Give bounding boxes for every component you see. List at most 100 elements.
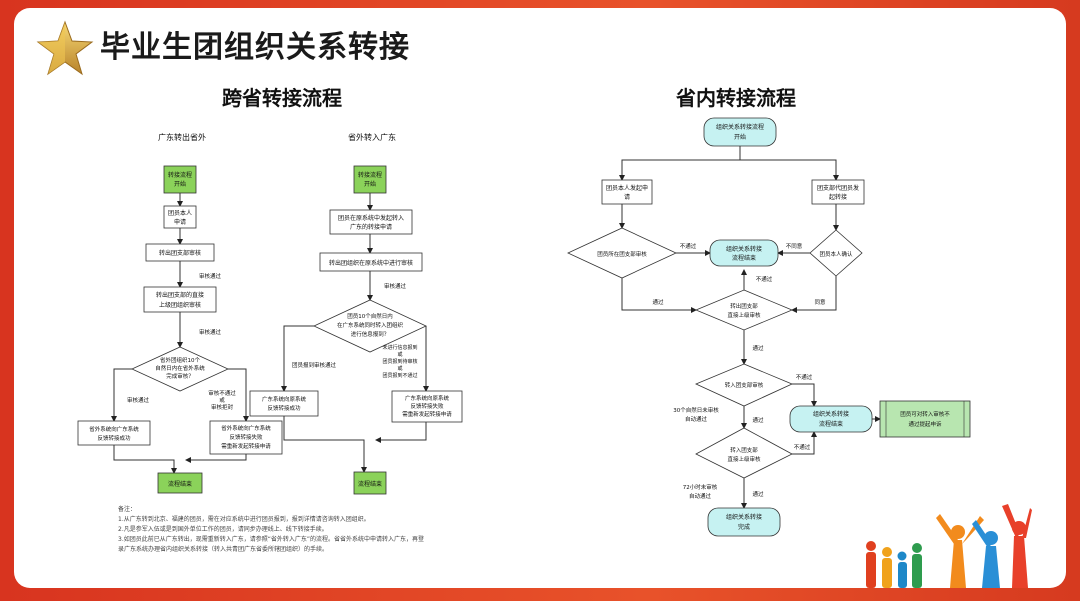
col1-end-text: 流程结束 [168,480,192,488]
col1-fail-line1: 省外系统向广东系统 [221,424,271,432]
note-line: 2.凡是参军入伍或是到国外单位工作的团员，请同步办理线上、线下转接手续。 [118,526,328,533]
ip-nopass4-label: 不通过 [794,443,811,451]
col1-apply-line1: 团员本人 [168,209,192,217]
ip-in-branch-diamond [695,363,793,407]
col2-end-box [353,471,387,495]
ip-upper-in-line1: 转入团支部 [730,446,758,454]
col2-fail-line3: 需重新发起转接申请 [402,410,452,418]
col2-no-line4: 或 [397,365,402,372]
col1-review-box [145,243,215,262]
ip-noagree-label: 不同意 [786,242,803,250]
ip-self-text: 团员本人确认 [819,250,853,258]
star-icon [36,20,94,76]
ip-auto72-line2: 自动通过 [689,492,712,500]
col1-decision-line1: 省外团组织10个 [160,356,200,364]
ip-nopass3-label: 不通过 [796,373,813,381]
col2-fail-line2: 反馈转接失败 [410,402,444,410]
col2-title: 省外转入广东 [348,132,396,142]
note-line: 1.从广东转到北京、福建的团员，需在对应系统中进行团员报到，报到详情请咨询转入团… [118,516,370,523]
cross-province-flowchart: 广东转出省外 转接流程 开始 团员本人 申请 转出团支部审核 审核通过 转出团支… [77,117,971,537]
ip-end-final-line1: 组织关系转接 [726,513,762,521]
ip-end-right-line2: 流程结束 [819,420,843,428]
ip-nopass1-label: 不通过 [680,242,697,250]
col1-upper-box [143,286,217,313]
col2-apply-line2: 广东的转接申请 [350,223,392,231]
col2-yes-label: 团员报到审核通过 [292,361,337,369]
ip-upper-out-diamond [694,289,794,331]
col2-review-box [319,252,423,272]
ip-auto30-line2: 自动通过 [685,415,708,423]
col1-no-line1: 审核不通过 [208,389,236,397]
ip-branch-apply-line1: 团支部代团员发 [817,184,859,192]
ip-in-branch-text: 转入团支部审核 [725,381,764,389]
col1-decision-line3: 完成审核？ [166,372,194,380]
ip-auto72-line1: 72小时未审核 [683,483,718,491]
col2-decision-line1: 团员10个自然日内 [347,312,393,320]
col1-pass1-label: 审核通过 [199,272,222,280]
col1-end-box [157,472,203,494]
ip-upper-in-line2: 直接上级审核 [727,455,761,463]
ip-upper-out-line1: 转出团支部 [730,302,758,310]
col1-title: 广东转出省外 [158,132,206,142]
col2-pass-label: 审核通过 [384,282,407,290]
col2-decision-line2: 在广东系统同时转入团组织 [337,321,404,329]
col1-apply-box [163,205,197,229]
col1-start-box [163,165,197,194]
ip-end-final-box [707,507,781,537]
col2-no-line3: 团员报到待审核 [382,358,417,365]
col1-decision-line2: 自然日内在省外系统 [155,364,205,372]
col1-upper-line2: 上级团组织审核 [159,301,201,309]
col1-apply-line2: 申请 [174,218,186,226]
col1-no-line2: 或 [219,396,225,404]
ip-agree-label: 同意 [814,298,826,306]
ip-end-mid-box [709,239,779,267]
ip-nopass2-label: 不通过 [756,275,773,283]
col1-success-line2: 反馈转接成功 [97,434,131,442]
col2-review-text: 转出团组织在原系统中进行审核 [329,259,413,267]
col2-start-line2: 开始 [364,180,376,188]
ip-end-mid-line2: 流程结束 [732,254,756,262]
col2-success-line1: 广东系统向原系统 [262,395,307,403]
col1-fail-box [209,420,283,455]
col1-fail-line3: 需重新发起转接申请 [221,442,271,450]
note-line: 备注： [118,506,137,513]
ip-start-line2: 开始 [734,133,746,141]
note-line: 录广东系统办理省内组织关系转接（转入共青团广东省委所辖团组织）的手续。 [118,546,329,553]
col1-upper-line1: 转出团支部的直接 [156,291,204,299]
col2-end-text: 流程结束 [358,480,382,488]
col2-no-line5: 团员报到不通过 [382,372,417,379]
ip-upper-out-line2: 直接上级审核 [727,311,761,319]
col2-success-box [249,390,319,417]
col1-decision-diamond [131,346,229,392]
col2-start-box [353,165,387,194]
ip-end-mid-line1: 组织关系转接 [726,245,762,253]
ip-upper-in-diamond [695,427,793,479]
col2-apply-line1: 团员在原系统中发起转入 [338,214,404,222]
col2-fail-box [391,390,463,423]
ip-start-line1: 组织关系转接流程 [716,123,764,131]
col1-yes-label: 审核通过 [127,396,150,404]
ip-end-right-line1: 组织关系转接 [813,410,849,418]
col2-no-line1: 未进行信息报到 [382,344,417,351]
col2-success-line2: 反馈转接成功 [267,404,301,412]
col1-start-line2: 开始 [174,180,186,188]
col1-success-box [77,420,151,446]
ip-appeal-line1: 团员可对转入审核不 [900,410,950,418]
ip-origin-diamond [567,227,677,279]
col2-decision-line3: 进行信息报到？ [351,330,390,338]
cheering-people-illustration [866,504,1032,588]
ip-member-apply-box [601,179,653,205]
ip-pass1-label: 通过 [652,298,664,306]
ip-auto30-line1: 30个自然日未审核 [673,406,719,414]
col1-review-text: 转出团支部审核 [159,249,201,257]
ip-end-final-line2: 完成 [738,523,750,531]
col1-pass2-label: 审核通过 [199,328,222,336]
ip-branch-apply-line2: 起转接 [829,193,847,201]
ip-end-right-box [789,405,873,433]
col1-no-line3: 审核拒封 [211,403,234,411]
ip-pass3-label: 通过 [752,416,764,424]
ip-branch-apply-box [811,179,865,205]
ip-self-diamond [809,229,863,277]
col1-fail-line2: 反馈转接失败 [229,433,263,441]
in-province-heading: 省内转接流程 [676,86,796,110]
